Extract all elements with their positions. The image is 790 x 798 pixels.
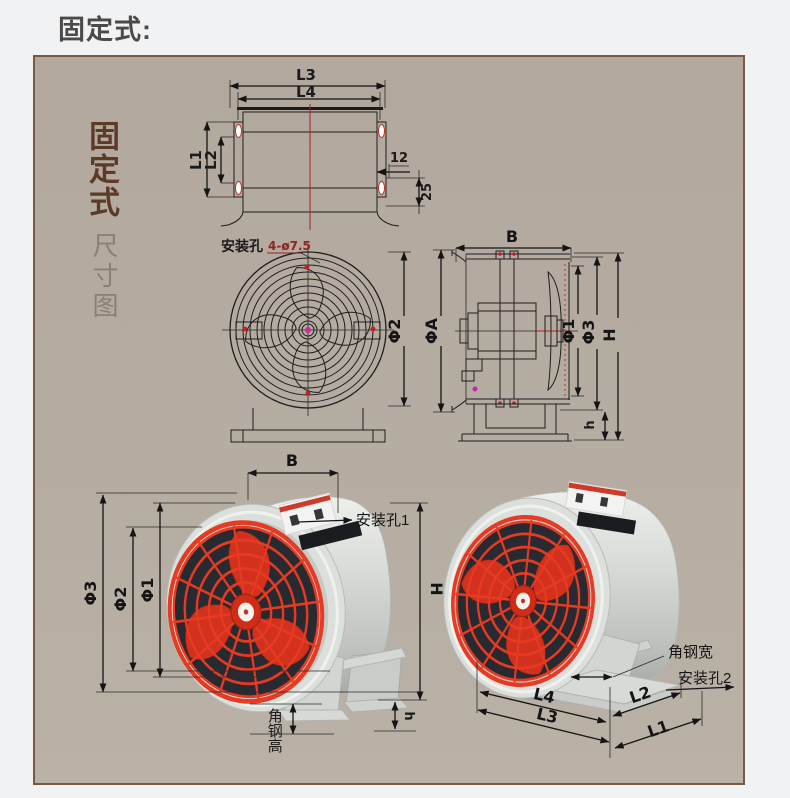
diagram-panel <box>33 55 745 785</box>
page-title: 固定式: <box>58 15 152 45</box>
panel-side-title: 固定式 <box>84 120 119 219</box>
label-angle-steel-height: 角钢高 <box>265 708 283 753</box>
panel-side-subtitle: 尺寸图 <box>89 232 119 322</box>
